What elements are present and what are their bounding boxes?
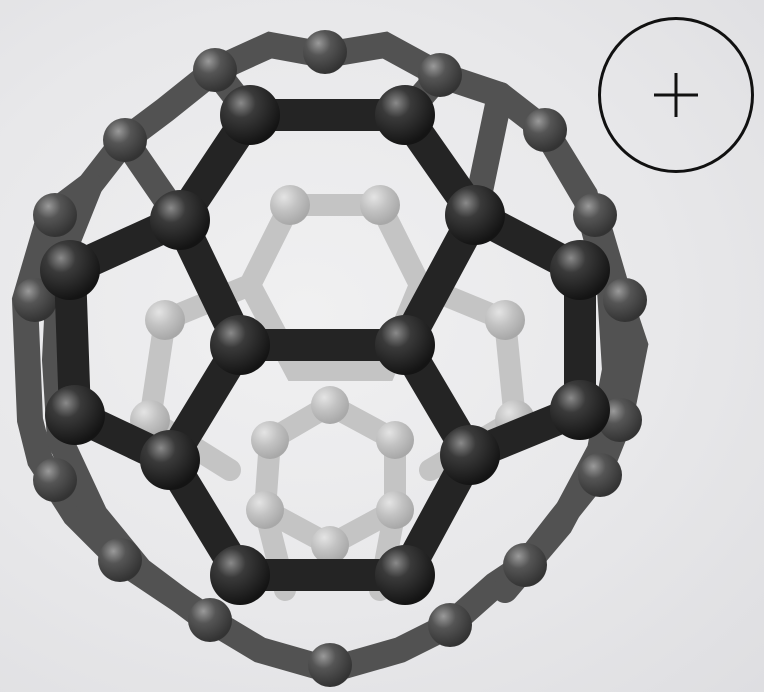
front-atoms xyxy=(40,85,610,605)
back-atoms xyxy=(130,185,535,564)
zoom-in-button[interactable] xyxy=(598,17,754,173)
plus-icon xyxy=(654,73,698,117)
mid-atoms xyxy=(13,30,647,687)
